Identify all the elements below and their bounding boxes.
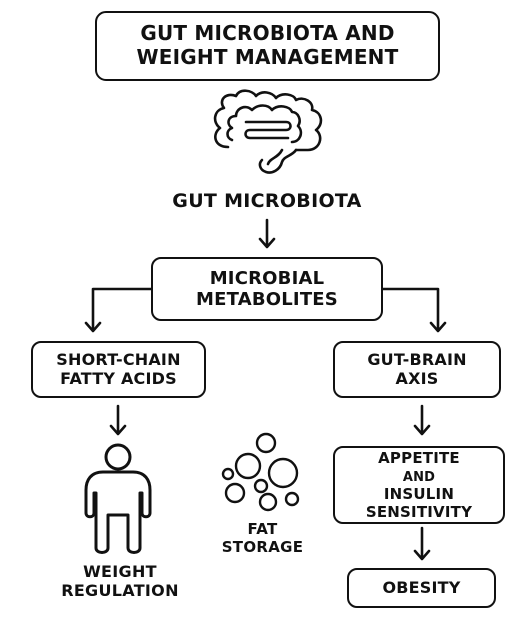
gut-brain-axis-box: GUT-BRAIN AXIS bbox=[333, 341, 501, 398]
arrow-metabolites-to-scfa bbox=[84, 287, 153, 333]
arrow-gut-to-metabolites bbox=[258, 218, 276, 249]
short-chain-fatty-acids-box: SHORT-CHAIN FATTY ACIDS bbox=[31, 341, 206, 398]
fat-cells-icon bbox=[221, 432, 300, 512]
title-box: GUT MICROBIOTA AND WEIGHT MANAGEMENT bbox=[95, 11, 440, 81]
arrow-scfa-to-weight bbox=[109, 404, 127, 436]
weight-regulation-label: WEIGHT REGULATION bbox=[61, 562, 179, 601]
arrow-appetite-to-obesity bbox=[413, 526, 431, 561]
obesity-box: OBESITY bbox=[347, 568, 496, 608]
arrow-metabolites-to-gut-brain bbox=[381, 287, 447, 333]
appetite-insulin-box: APPETITE AND INSULIN SENSITIVITY bbox=[333, 446, 505, 524]
person-icon bbox=[84, 443, 152, 554]
fat-storage-label: FAT STORAGE bbox=[221, 520, 304, 556]
gut-microbiota-label: GUT MICROBIOTA bbox=[172, 190, 362, 212]
arrow-gut-brain-to-appetite bbox=[413, 404, 431, 436]
microbial-metabolites-box: MICROBIAL METABOLITES bbox=[151, 257, 383, 321]
intestine-icon bbox=[213, 89, 323, 174]
page-title: GUT MICROBIOTA AND WEIGHT MANAGEMENT bbox=[136, 21, 399, 69]
